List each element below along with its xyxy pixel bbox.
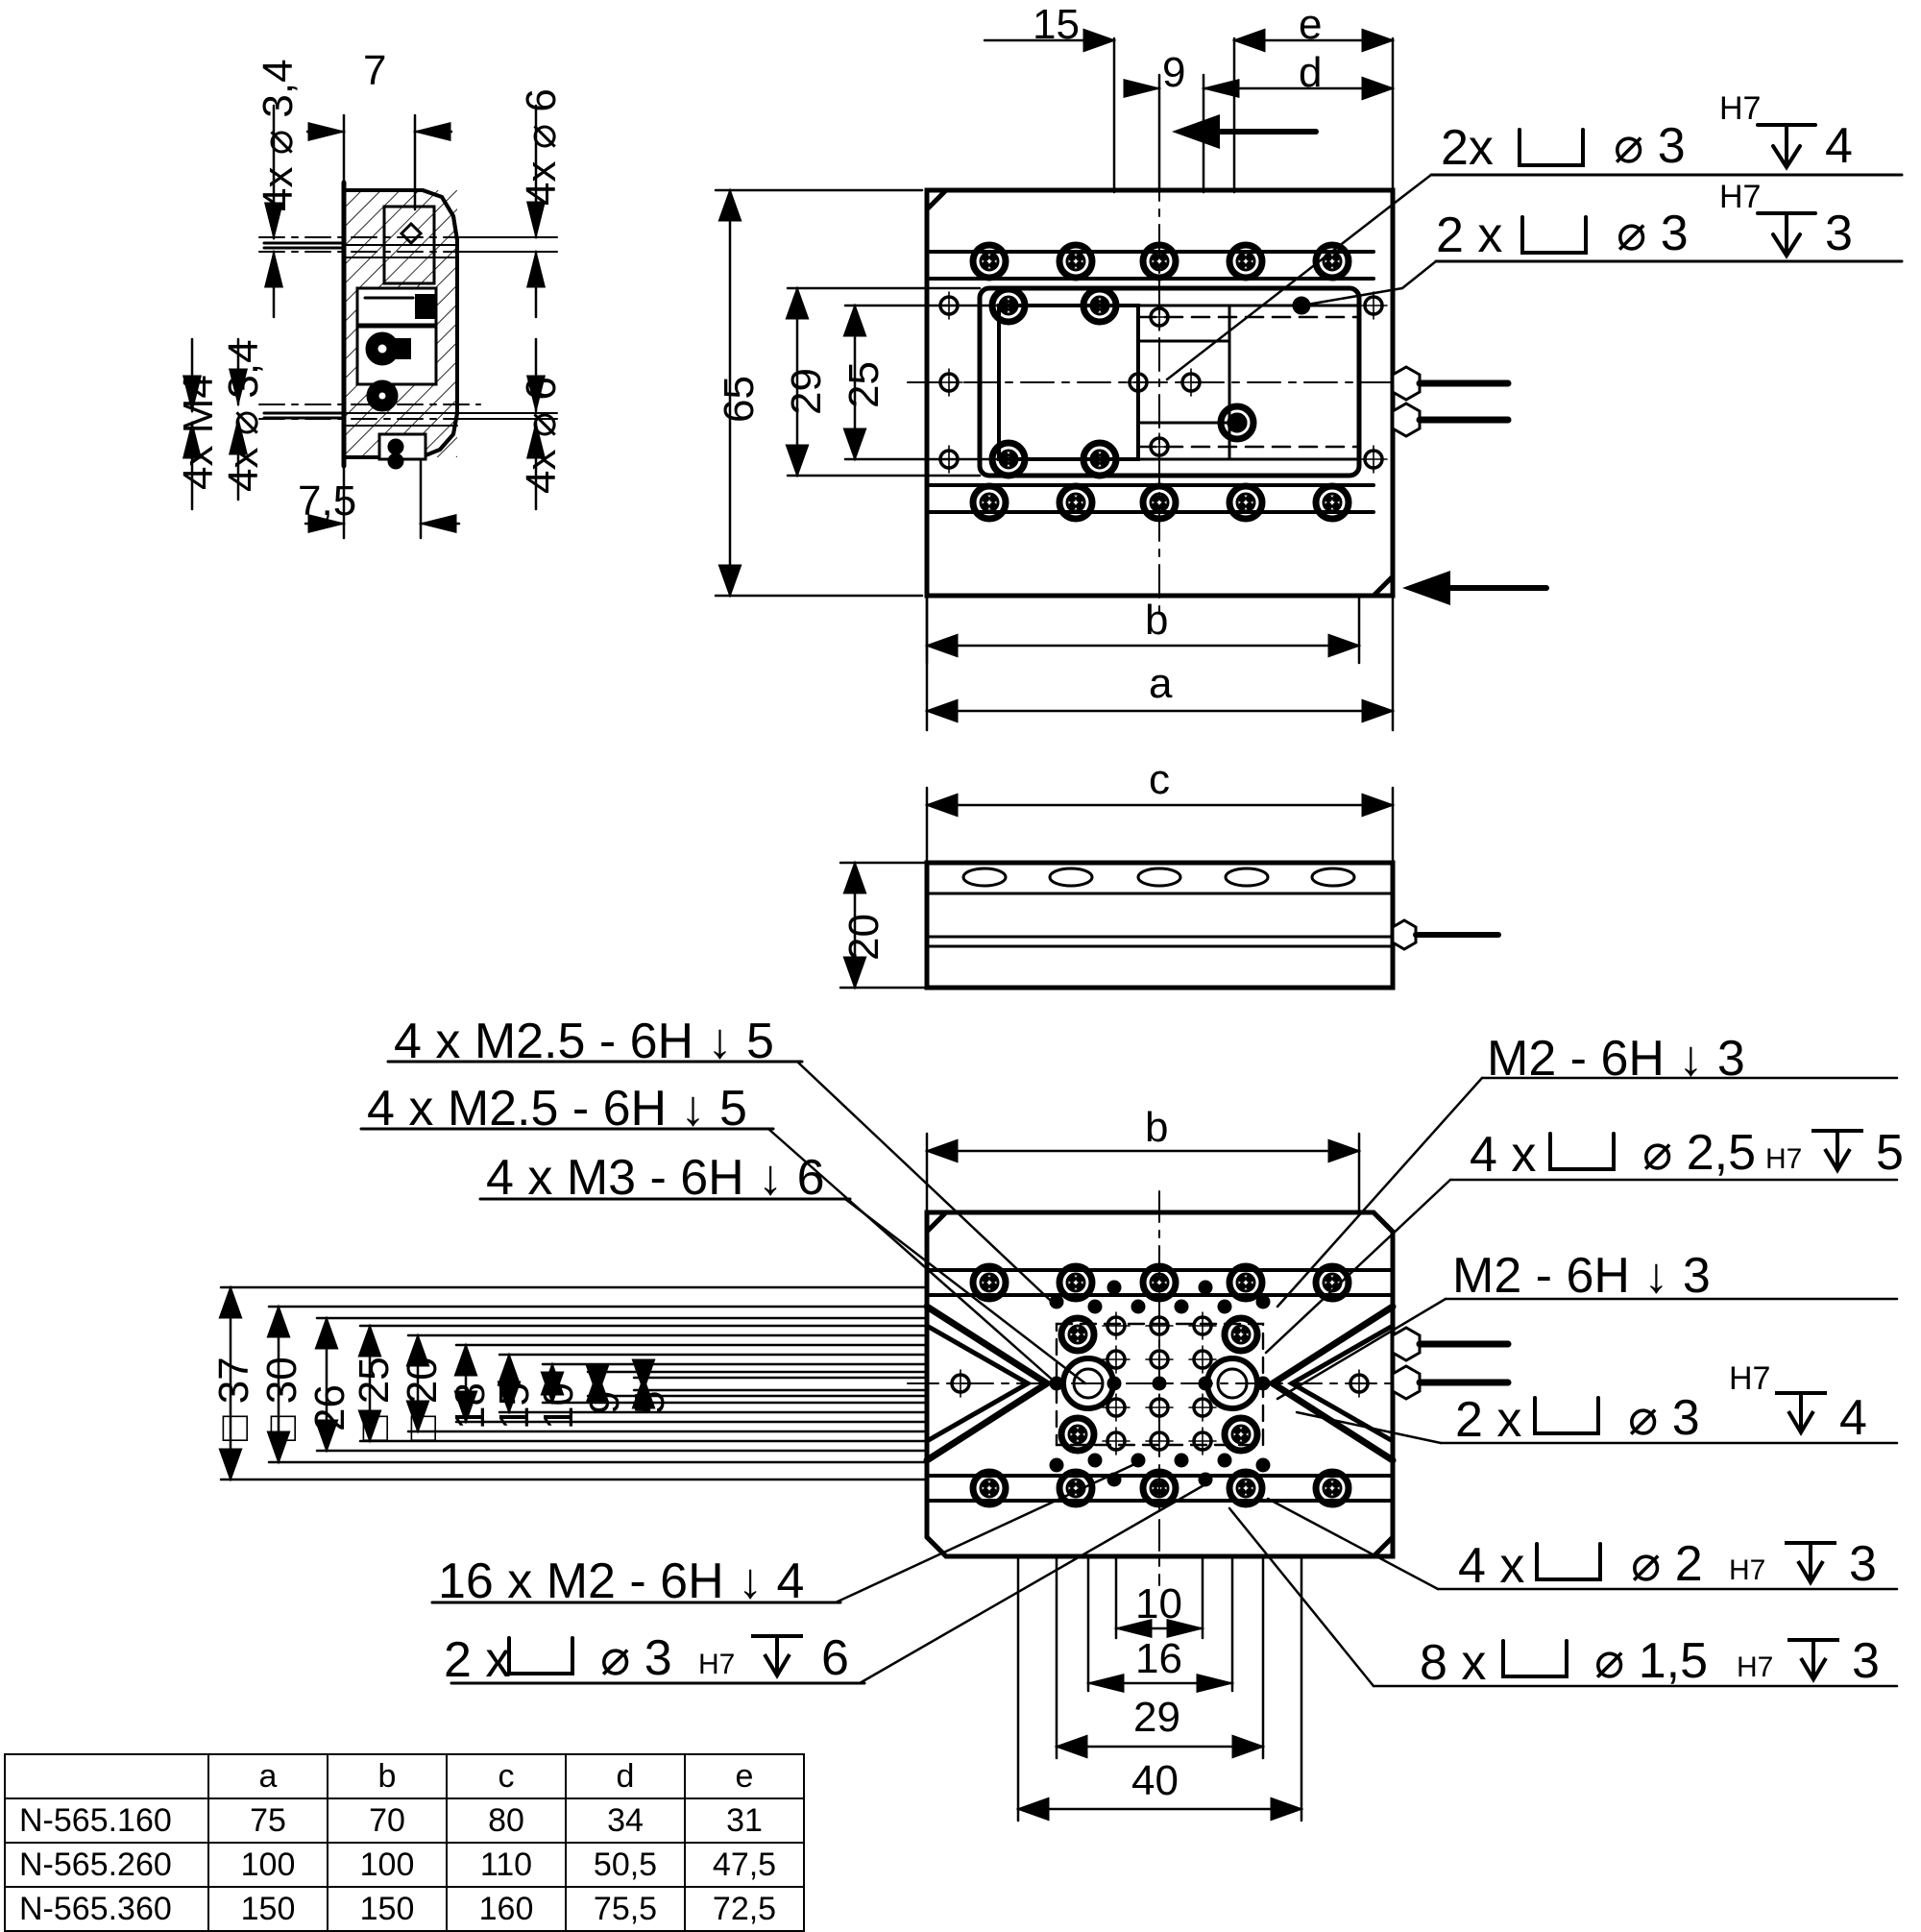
cell-c: 80 xyxy=(446,1797,567,1844)
cell-model: N-565.260 xyxy=(4,1842,209,1888)
table-header-c: c xyxy=(446,1753,567,1799)
callout-right-5-diameter: ⌀ 2 xyxy=(1631,1536,1703,1592)
cell-d: 75,5 xyxy=(565,1886,686,1932)
table-header-d: d xyxy=(565,1753,686,1799)
cell-a: 100 xyxy=(207,1842,328,1888)
table-header-model xyxy=(4,1753,209,1799)
callout-top-1-diameter: ⌀ 3 xyxy=(1614,118,1686,174)
cell-b: 70 xyxy=(327,1797,448,1844)
callout-left-5-fit: H7 xyxy=(698,1649,736,1680)
table-header-e: e xyxy=(684,1753,805,1799)
cell-a: 150 xyxy=(207,1886,328,1932)
callout-left-4: 16 x M2 - 6H ↓ 4 xyxy=(438,1553,805,1609)
callout-right-5-fit: H7 xyxy=(1729,1554,1766,1586)
dim-side-7: 7 xyxy=(363,47,387,94)
dim-top-9: 9 xyxy=(1162,49,1186,96)
dim-bottom-b: b xyxy=(1145,1104,1169,1151)
callout-top-1-fit: H7 xyxy=(1719,90,1762,127)
callout-top-2-fit: H7 xyxy=(1719,179,1762,215)
dim-bottom-10: 10 xyxy=(1135,1580,1182,1627)
table-header-b: b xyxy=(327,1753,448,1799)
table-row: N-565.160 75 70 80 34 31 xyxy=(4,1797,805,1844)
callout-right-5-count: 4 x xyxy=(1458,1538,1525,1594)
dim-bottom-16: 16 xyxy=(1135,1635,1182,1682)
dim-top-b: b xyxy=(1145,597,1169,644)
dim-top-d: d xyxy=(1299,49,1323,96)
callout-left-2: 4 x M2.5 - 6H ↓ 5 xyxy=(367,1081,747,1137)
callout-left-5-diameter: ⌀ 3 xyxy=(600,1630,672,1686)
dim-top-15: 15 xyxy=(1033,1,1080,48)
table-row: N-565.260 100 100 110 50,5 47,5 xyxy=(4,1842,805,1888)
cell-e: 72,5 xyxy=(684,1886,805,1932)
callout-left-3: 4 x M3 - 6H ↓ 6 xyxy=(486,1150,825,1206)
callout-right-2-fit: H7 xyxy=(1765,1143,1803,1175)
callout-right-3-text: M2 - 6H ↓ 3 xyxy=(1452,1248,1711,1304)
callout-top-2-count: 2 x xyxy=(1436,208,1503,263)
callout-top-1-depth: 4 xyxy=(1825,118,1853,174)
callout-right-4-diameter: ⌀ 3 xyxy=(1628,1390,1700,1446)
cell-e: 47,5 xyxy=(684,1842,805,1888)
callout-top-1-count: 2x xyxy=(1441,120,1494,176)
cell-a: 75 xyxy=(207,1797,328,1844)
callout-left-1: 4 x M2.5 - 6H ↓ 5 xyxy=(394,1014,774,1069)
callout-right-2-count: 4 x xyxy=(1470,1127,1537,1183)
callout-top-2-diameter: ⌀ 3 xyxy=(1617,206,1689,261)
cell-model: N-565.360 xyxy=(4,1886,209,1932)
dim-top-e: e xyxy=(1299,1,1323,48)
callout-right-6-fit: H7 xyxy=(1737,1651,1774,1683)
callout-right-2-diameter: ⌀ 2,5 xyxy=(1642,1125,1757,1181)
cell-model: N-565.160 xyxy=(4,1797,209,1844)
callout-right-4-count: 2 x xyxy=(1455,1392,1522,1448)
cell-c: 160 xyxy=(446,1886,567,1932)
table-row: N-565.360 150 150 160 75,5 72,5 xyxy=(4,1886,805,1932)
dim-top-a: a xyxy=(1149,660,1173,707)
cell-e: 31 xyxy=(684,1797,805,1844)
table-header-row: a b c d e xyxy=(4,1753,805,1799)
cell-b: 100 xyxy=(327,1842,448,1888)
callout-right-4-depth: 4 xyxy=(1839,1390,1867,1446)
callout-right-2-depth: 5 xyxy=(1876,1125,1904,1181)
dim-bottom-29: 29 xyxy=(1133,1694,1180,1741)
cell-d: 50,5 xyxy=(565,1842,686,1888)
callout-right-6-depth: 3 xyxy=(1852,1633,1880,1689)
callout-left-5-depth: 6 xyxy=(821,1630,849,1686)
dim-side-7-5: 7,5 xyxy=(298,477,357,525)
model-dimension-table: a b c d e N-565.160 75 70 80 34 31 N-565… xyxy=(4,1753,805,1932)
callout-left-5-count: 2 x xyxy=(444,1632,511,1688)
table-header-a: a xyxy=(207,1753,328,1799)
cell-b: 150 xyxy=(327,1886,448,1932)
callout-right-6-diameter: ⌀ 1,5 xyxy=(1594,1633,1709,1689)
cell-c: 110 xyxy=(446,1842,567,1888)
dim-bottom-40: 40 xyxy=(1131,1757,1179,1804)
callout-right-1: M2 - 6H ↓ 3 xyxy=(1487,1031,1745,1087)
callout-top-2-depth: 3 xyxy=(1825,206,1853,261)
callout-right-4-fit: H7 xyxy=(1729,1360,1771,1397)
cell-d: 34 xyxy=(565,1797,686,1844)
callout-right-5-depth: 3 xyxy=(1849,1536,1877,1592)
callout-right-6-count: 8 x xyxy=(1420,1635,1487,1691)
dim-front-c: c xyxy=(1149,756,1170,803)
